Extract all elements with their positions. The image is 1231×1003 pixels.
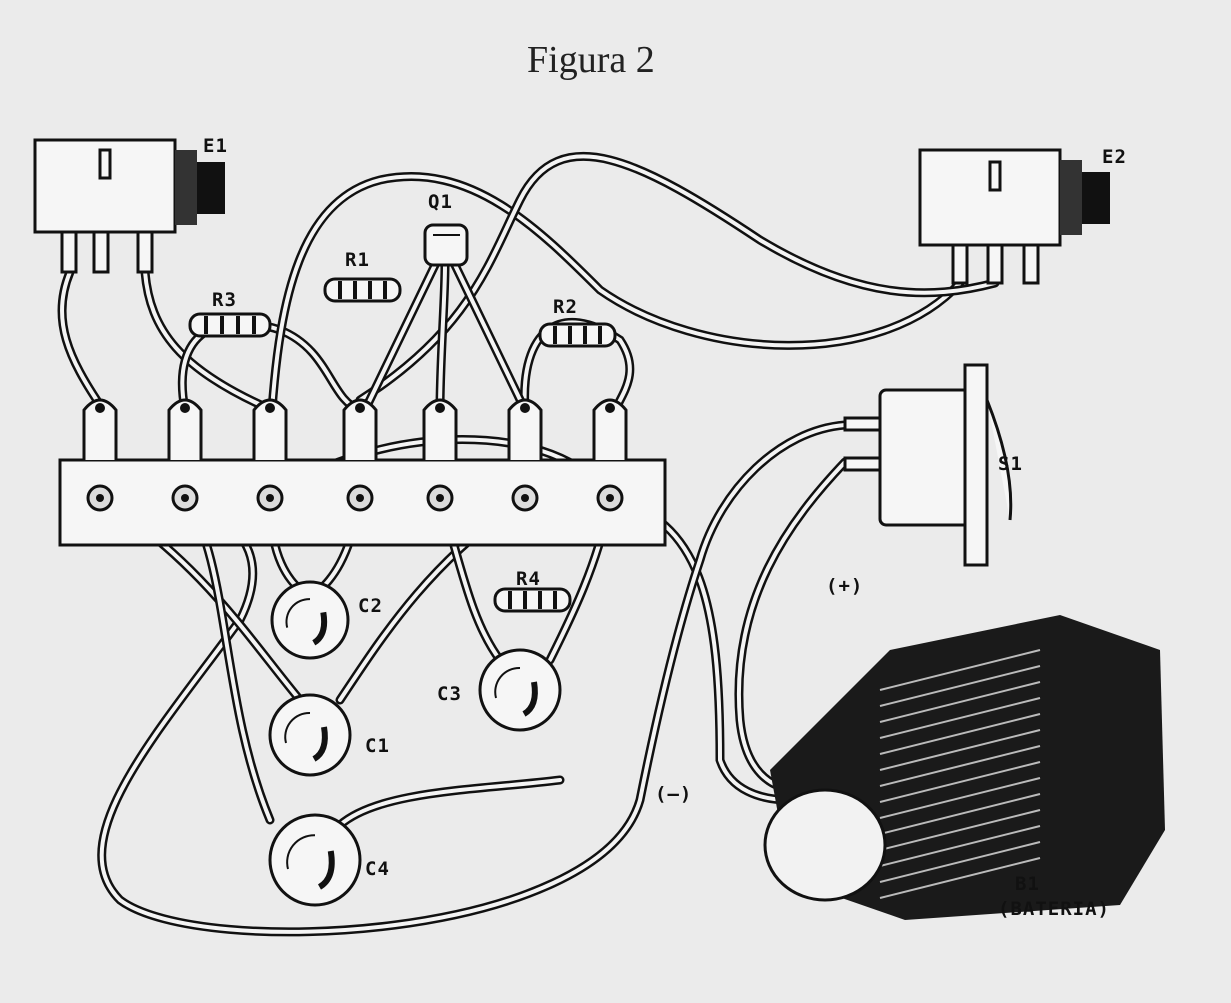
jack-e2 [918, 148, 1110, 285]
battery-rib [879, 793, 1041, 835]
label-b1: B1 [1015, 873, 1040, 895]
capacitor-shade [317, 850, 335, 890]
solder-lug [167, 398, 203, 460]
wire [99, 423, 847, 934]
battery-rib [879, 857, 1041, 899]
wire [335, 775, 565, 830]
battery-rib [879, 729, 1041, 771]
battery-b1 [763, 615, 1165, 920]
capacitor-shade [312, 726, 328, 762]
lug-hole [605, 403, 615, 413]
wire [363, 263, 437, 412]
label-e1: E1 [203, 135, 228, 157]
switch-s1 [843, 363, 1013, 567]
label-r3: R3 [212, 289, 237, 311]
rivet-hole [356, 494, 364, 502]
label-r2: R2 [553, 296, 578, 318]
resistor-body [188, 312, 272, 338]
lug-hole [180, 403, 190, 413]
wire [60, 270, 102, 407]
label-r4: R4 [516, 568, 541, 590]
battery-rib [879, 841, 1041, 883]
battery-rib [879, 809, 1041, 851]
label-q1: Q1 [428, 191, 453, 213]
battery-rib [879, 713, 1041, 755]
resistor-body [323, 277, 402, 303]
wires [57, 151, 1000, 937]
battery-rib [879, 681, 1041, 723]
rivet-hole [606, 494, 614, 502]
rivet-hole [266, 494, 274, 502]
wire [140, 267, 277, 415]
rivet-hole [436, 494, 444, 502]
label-minus: (–) [655, 783, 692, 805]
battery-rib [879, 665, 1041, 707]
lug-hole [265, 403, 275, 413]
label-plus: (+) [826, 575, 863, 597]
solder-lug [507, 398, 543, 460]
label-bateria: (BATERIA) [998, 898, 1110, 920]
lug-hole [95, 403, 105, 413]
capacitor-body [268, 693, 352, 777]
label-r1: R1 [345, 249, 370, 271]
solder-lug [342, 398, 378, 460]
wire [736, 460, 847, 792]
capacitor-highlight [286, 834, 316, 870]
wire [355, 151, 1000, 405]
capacitor-shade [312, 611, 328, 646]
battery-rib [879, 825, 1041, 867]
transistor-q1 [423, 223, 469, 267]
label-c2: C2 [358, 595, 383, 617]
capacitor-highlight [494, 666, 521, 699]
solder-lug [82, 398, 118, 460]
wire [270, 174, 962, 412]
battery-rib [879, 697, 1041, 739]
wire [143, 270, 274, 412]
figure-title: Figura 2 [527, 39, 655, 81]
battery-rib [879, 745, 1041, 787]
label-c4: C4 [365, 858, 390, 880]
capacitor-body [478, 648, 562, 732]
lug-hole [435, 403, 445, 413]
label-c3: C3 [437, 683, 462, 705]
solder-lug [252, 398, 288, 460]
battery-rib [879, 649, 1041, 691]
wire [438, 263, 447, 412]
capacitor-shade [522, 681, 538, 717]
capacitor-highlight [284, 711, 311, 744]
solder-lug [422, 398, 458, 460]
label-e2: E2 [1102, 146, 1127, 168]
jack-e1 [33, 138, 225, 274]
label-s1: S1 [998, 453, 1023, 475]
rivet-hole [521, 494, 529, 502]
capacitors [268, 580, 562, 907]
wire [338, 778, 562, 827]
label-c1: C1 [365, 735, 390, 757]
battery-rib [879, 777, 1041, 819]
lug-hole [355, 403, 365, 413]
capacitor-highlight [285, 598, 311, 628]
lug-hole [520, 403, 530, 413]
resistors [188, 277, 617, 613]
capacitor-body [268, 813, 362, 907]
wire [453, 263, 527, 412]
terminal-strip [58, 398, 667, 547]
wire [180, 320, 362, 412]
resistor-body [538, 322, 617, 348]
battery-rib [879, 761, 1041, 803]
resistor-body [493, 587, 572, 613]
solder-lug [592, 398, 628, 460]
rivet-hole [181, 494, 189, 502]
rivet-hole [96, 494, 104, 502]
capacitor-body [270, 580, 350, 660]
